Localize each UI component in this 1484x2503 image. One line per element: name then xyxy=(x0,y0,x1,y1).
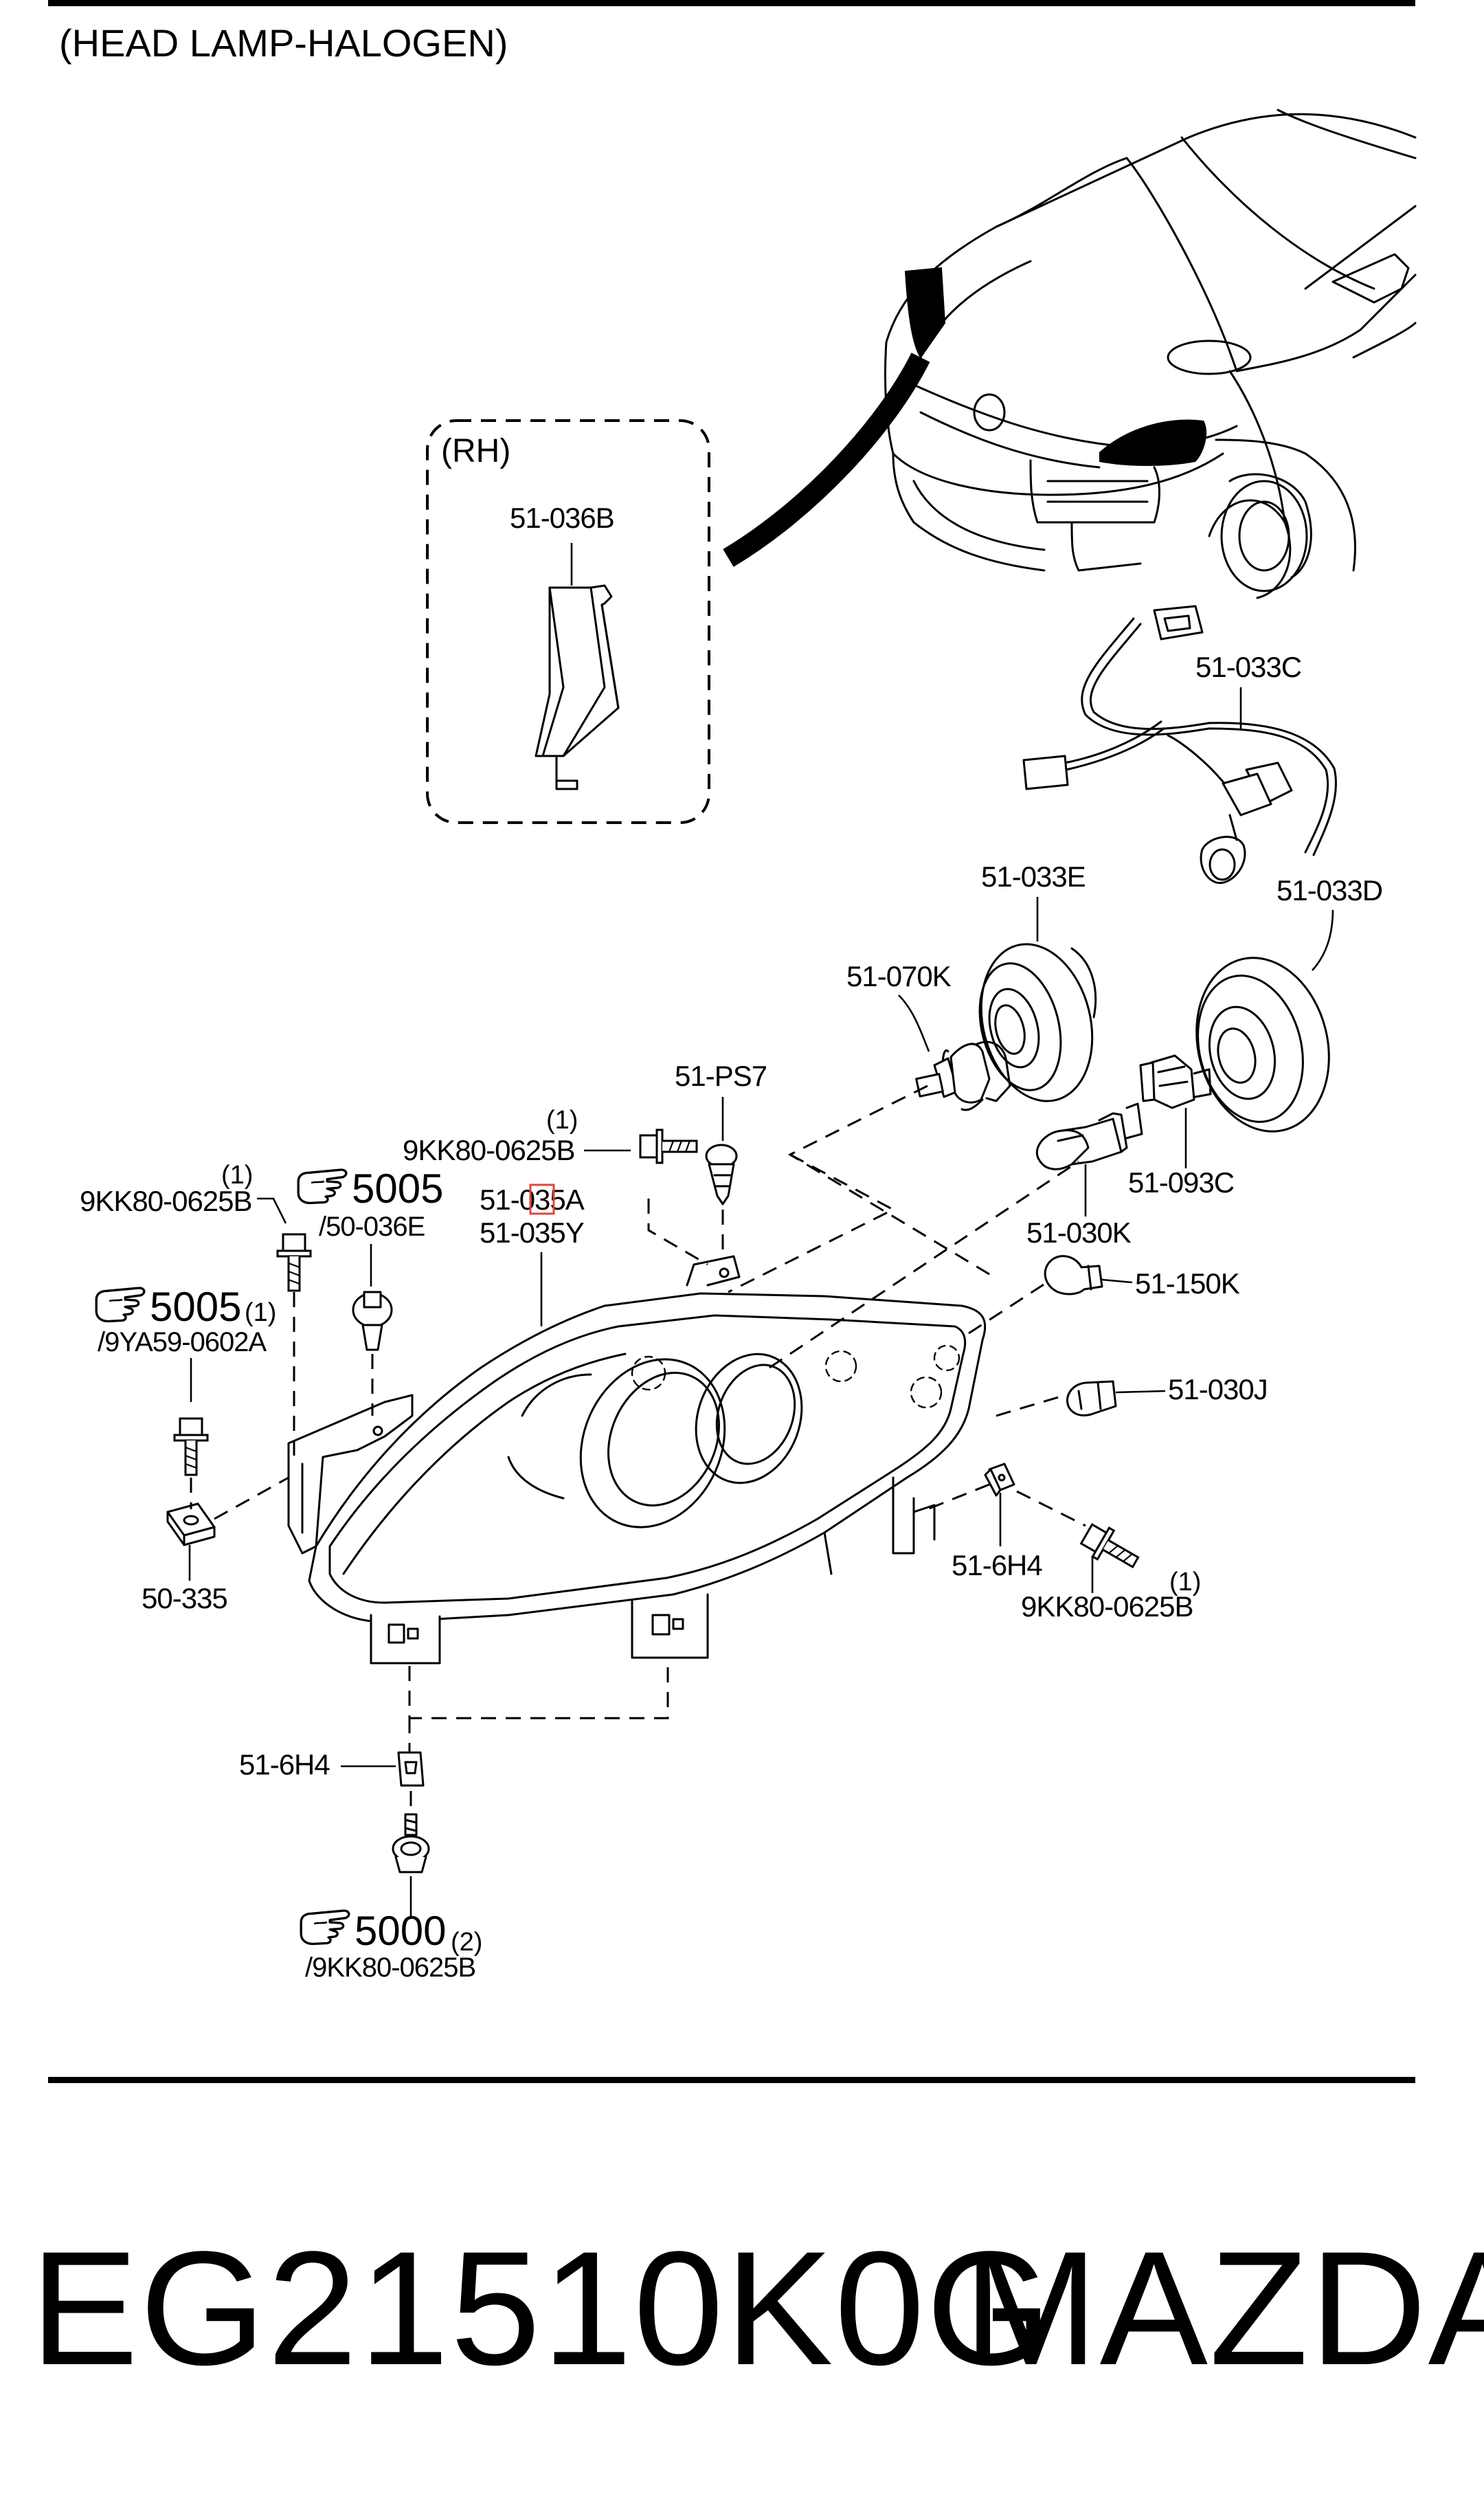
part-label-51-150K: 51-150K xyxy=(1135,1267,1240,1300)
nut-51-6H4-bottom xyxy=(397,1751,425,1787)
part-label-51-030J: 51-030J xyxy=(1168,1373,1268,1405)
pointing-hand-icon xyxy=(300,1909,350,1946)
bolt-bottom xyxy=(392,1813,430,1873)
bolt-9KK80-0625B-right xyxy=(1077,1518,1145,1578)
ref-5000-sub: /9KK80-0625B xyxy=(305,1953,475,1983)
part-label-51-070K: 51-070K xyxy=(846,960,952,992)
vehicle-illustration xyxy=(884,109,1417,599)
part-label-50-335: 50-335 xyxy=(142,1582,227,1614)
part-label-51-035A: 51-035A xyxy=(480,1183,585,1216)
bottom-rule xyxy=(48,2077,1415,2083)
footer-brand: MAZDA xyxy=(963,2218,1484,2399)
ref-5005-center-number: 5005 xyxy=(352,1166,443,1212)
vehicle-headlamp-highlight xyxy=(904,267,946,359)
bolt-9YA59-0602A xyxy=(173,1417,209,1476)
pointing-hand-icon xyxy=(95,1287,146,1323)
part-label-51-6H4-right: 51-6H4 xyxy=(952,1549,1042,1581)
footer-part-number: EG21510K0G xyxy=(30,2218,1053,2399)
rh-inset-label: (RH) xyxy=(441,433,510,469)
part-label-51-030K: 51-030K xyxy=(1026,1216,1132,1249)
qty-9KK80-0625B-right: (1) xyxy=(1169,1568,1201,1597)
bulb-51-150K xyxy=(1044,1255,1103,1295)
rh-inset-box xyxy=(426,419,710,824)
vehicle-fog-lamp-highlight xyxy=(1099,419,1207,466)
cover-51-033D xyxy=(1195,957,1330,1133)
qty-9KK80-0625B-left: (1) xyxy=(221,1161,253,1190)
headlamp-assembly-51-035A xyxy=(287,1255,987,1665)
inset-leader xyxy=(723,353,930,567)
bolt-9KK80-0625B-left xyxy=(276,1233,312,1292)
clip-50-036E xyxy=(352,1291,393,1351)
pointing-hand-icon xyxy=(297,1168,348,1205)
bulb-51-070K xyxy=(915,1041,1011,1111)
part-label-9KK80-0625B-right: 9KK80-0625B xyxy=(1021,1590,1193,1623)
assembly-connection-lines xyxy=(190,1084,1086,1757)
part-label-51-033C: 51-033C xyxy=(1195,651,1301,683)
part-label-51-035Y: 51-035Y xyxy=(480,1216,585,1249)
bolt-9KK80-0625B-top xyxy=(639,1128,698,1164)
diagram-title: (HEAD LAMP-HALOGEN) xyxy=(59,21,508,65)
nut-50-335 xyxy=(166,1502,216,1546)
part-label-51-036B: 51-036B xyxy=(510,502,614,534)
qty-ref-5005-left: (1) xyxy=(245,1298,276,1327)
bracket-51-036B xyxy=(535,584,620,790)
ref-5005-left-number: 5005 xyxy=(150,1284,241,1330)
nut-51-6H4-right xyxy=(984,1462,1015,1497)
qty-9KK80-0625B-top: (1) xyxy=(546,1106,578,1135)
part-label-51-PS7: 51-PS7 xyxy=(675,1060,767,1092)
part-label-9KK80-0625B-left: 9KK80-0625B xyxy=(80,1185,252,1217)
part-label-51-093C: 51-093C xyxy=(1128,1166,1234,1199)
part-label-51-033D: 51-033D xyxy=(1277,874,1382,906)
top-rule xyxy=(48,0,1415,6)
clip-51-PS7 xyxy=(705,1144,738,1205)
label-highlight-box xyxy=(529,1183,555,1215)
part-label-51-6H4-bottom: 51-6H4 xyxy=(239,1748,330,1781)
qty-ref-5000: (2) xyxy=(451,1928,482,1957)
bulb-51-030J xyxy=(1066,1380,1117,1417)
part-label-51-033E: 51-033E xyxy=(981,860,1086,893)
socket-51-093C xyxy=(1139,1054,1212,1109)
ref-5005-center-sub: /50-036E xyxy=(319,1212,425,1242)
part-label-9KK80-0625B-top: 9KK80-0625B xyxy=(403,1134,575,1166)
cover-51-033E xyxy=(978,943,1097,1102)
harness-51-033C xyxy=(1022,605,1337,885)
ref-5000-number: 5000 xyxy=(355,1908,446,1954)
bulb-51-030K xyxy=(1035,1102,1143,1170)
ref-5005-left-sub: /9YA59-0602A xyxy=(98,1327,267,1357)
